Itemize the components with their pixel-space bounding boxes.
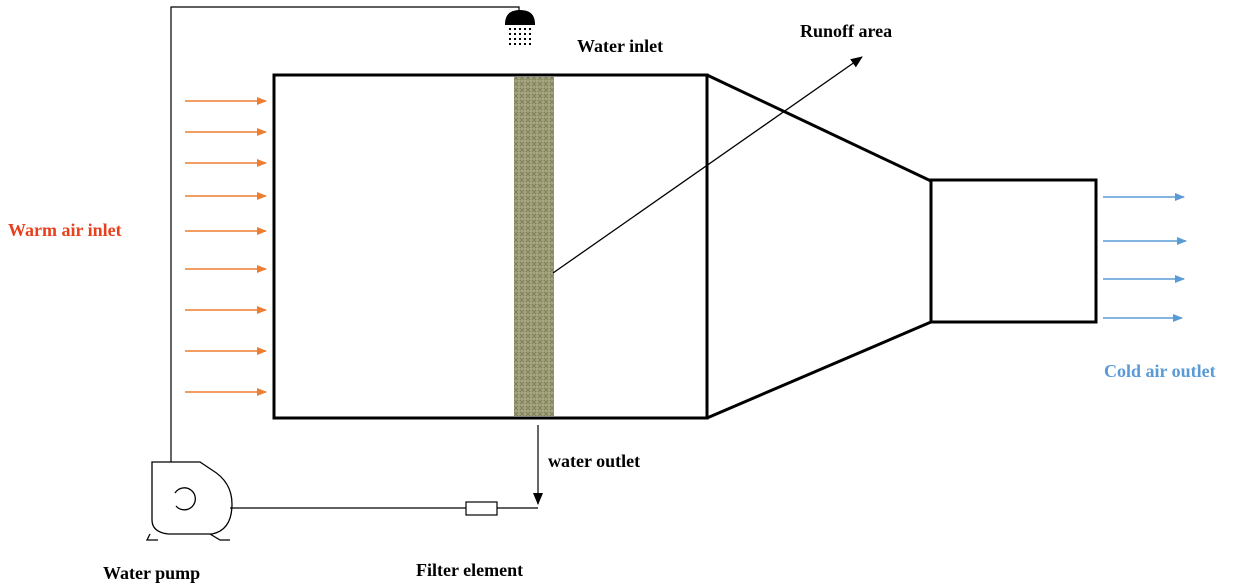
water-pump-label: Water pump: [103, 563, 201, 583]
shower-head-icon: [505, 10, 535, 45]
water-inlet-label: Water inlet: [577, 36, 664, 56]
cold-air-arrows: [1103, 193, 1187, 322]
warm-air-arrows: [185, 97, 267, 396]
outlet-box: [929, 178, 1098, 324]
duct-top-edge: [706, 73, 932, 183]
filter-element-icon: [465, 501, 498, 516]
cold-air-outlet-label: Cold air outlet: [1104, 361, 1216, 381]
runoff-area-label: Runoff area: [800, 21, 893, 41]
water-outlet-label: water outlet: [548, 451, 641, 471]
warm-air-inlet-label: Warm air inlet: [8, 220, 122, 240]
main-chamber: [272, 73, 709, 420]
filter-element-label: Filter element: [416, 560, 524, 580]
runoff-pointer-arrow: [552, 56, 863, 274]
water-pump-icon: [145, 461, 233, 541]
duct-bottom-edge: [706, 320, 932, 420]
runoff-pad: [514, 77, 554, 416]
